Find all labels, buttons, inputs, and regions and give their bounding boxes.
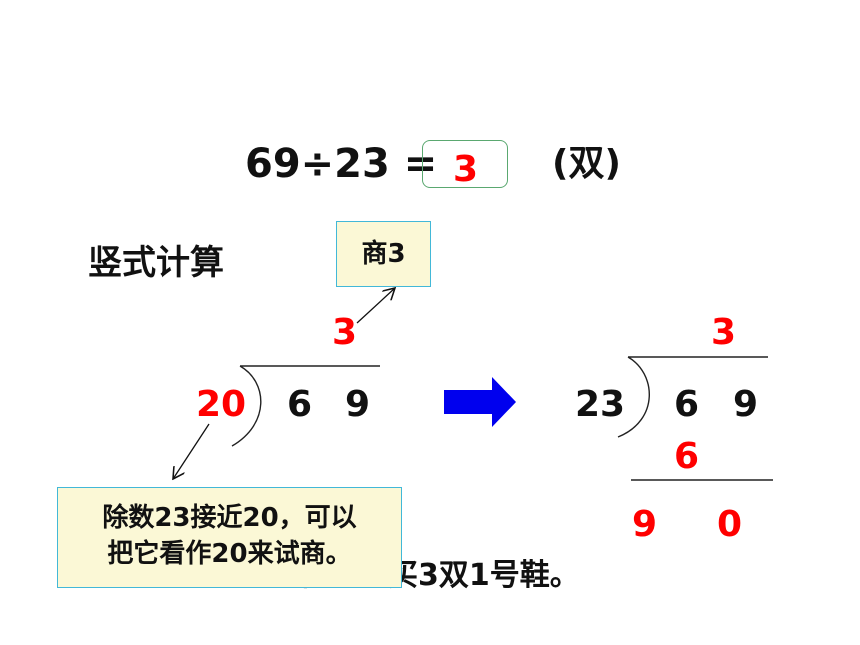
left-dividend-digit: 6 xyxy=(287,384,313,425)
left-division-bracket xyxy=(231,365,380,447)
right-product-digit: 6 xyxy=(674,436,700,477)
right-dividend-digit: 9 xyxy=(733,384,759,425)
right-dividend-digit: 6 xyxy=(674,384,700,425)
callout-line: 把它看作20来试商。 xyxy=(107,539,352,569)
quotient-callout: 商3 xyxy=(336,221,431,287)
division-equation: 69÷23 = xyxy=(245,141,438,187)
right-quotient-digit: 3 xyxy=(711,312,737,353)
trial-divisor: 20 xyxy=(196,384,247,425)
pointer-arrow-quotient xyxy=(356,288,395,324)
pointer-arrow-hint xyxy=(173,423,210,479)
unit-label: (双) xyxy=(552,143,621,184)
callout-line: 除数23接近20，可以 xyxy=(102,503,357,533)
answer-value: 3 xyxy=(453,149,479,190)
right-divisor: 23 xyxy=(575,384,626,425)
blue-right-arrow xyxy=(444,377,516,427)
right-remainder-digit: 0 xyxy=(717,504,743,545)
right-division-bracket xyxy=(617,356,768,438)
method-label: 竖式计算 xyxy=(88,243,224,283)
left-dividend-digit: 9 xyxy=(345,384,371,425)
left-quotient-digit: 3 xyxy=(332,312,358,353)
answer-box xyxy=(422,140,508,188)
right-remainder-digit: 9 xyxy=(632,504,658,545)
trial-quotient-callout: 除数23接近20，可以 把它看作20来试商。 xyxy=(57,487,402,588)
